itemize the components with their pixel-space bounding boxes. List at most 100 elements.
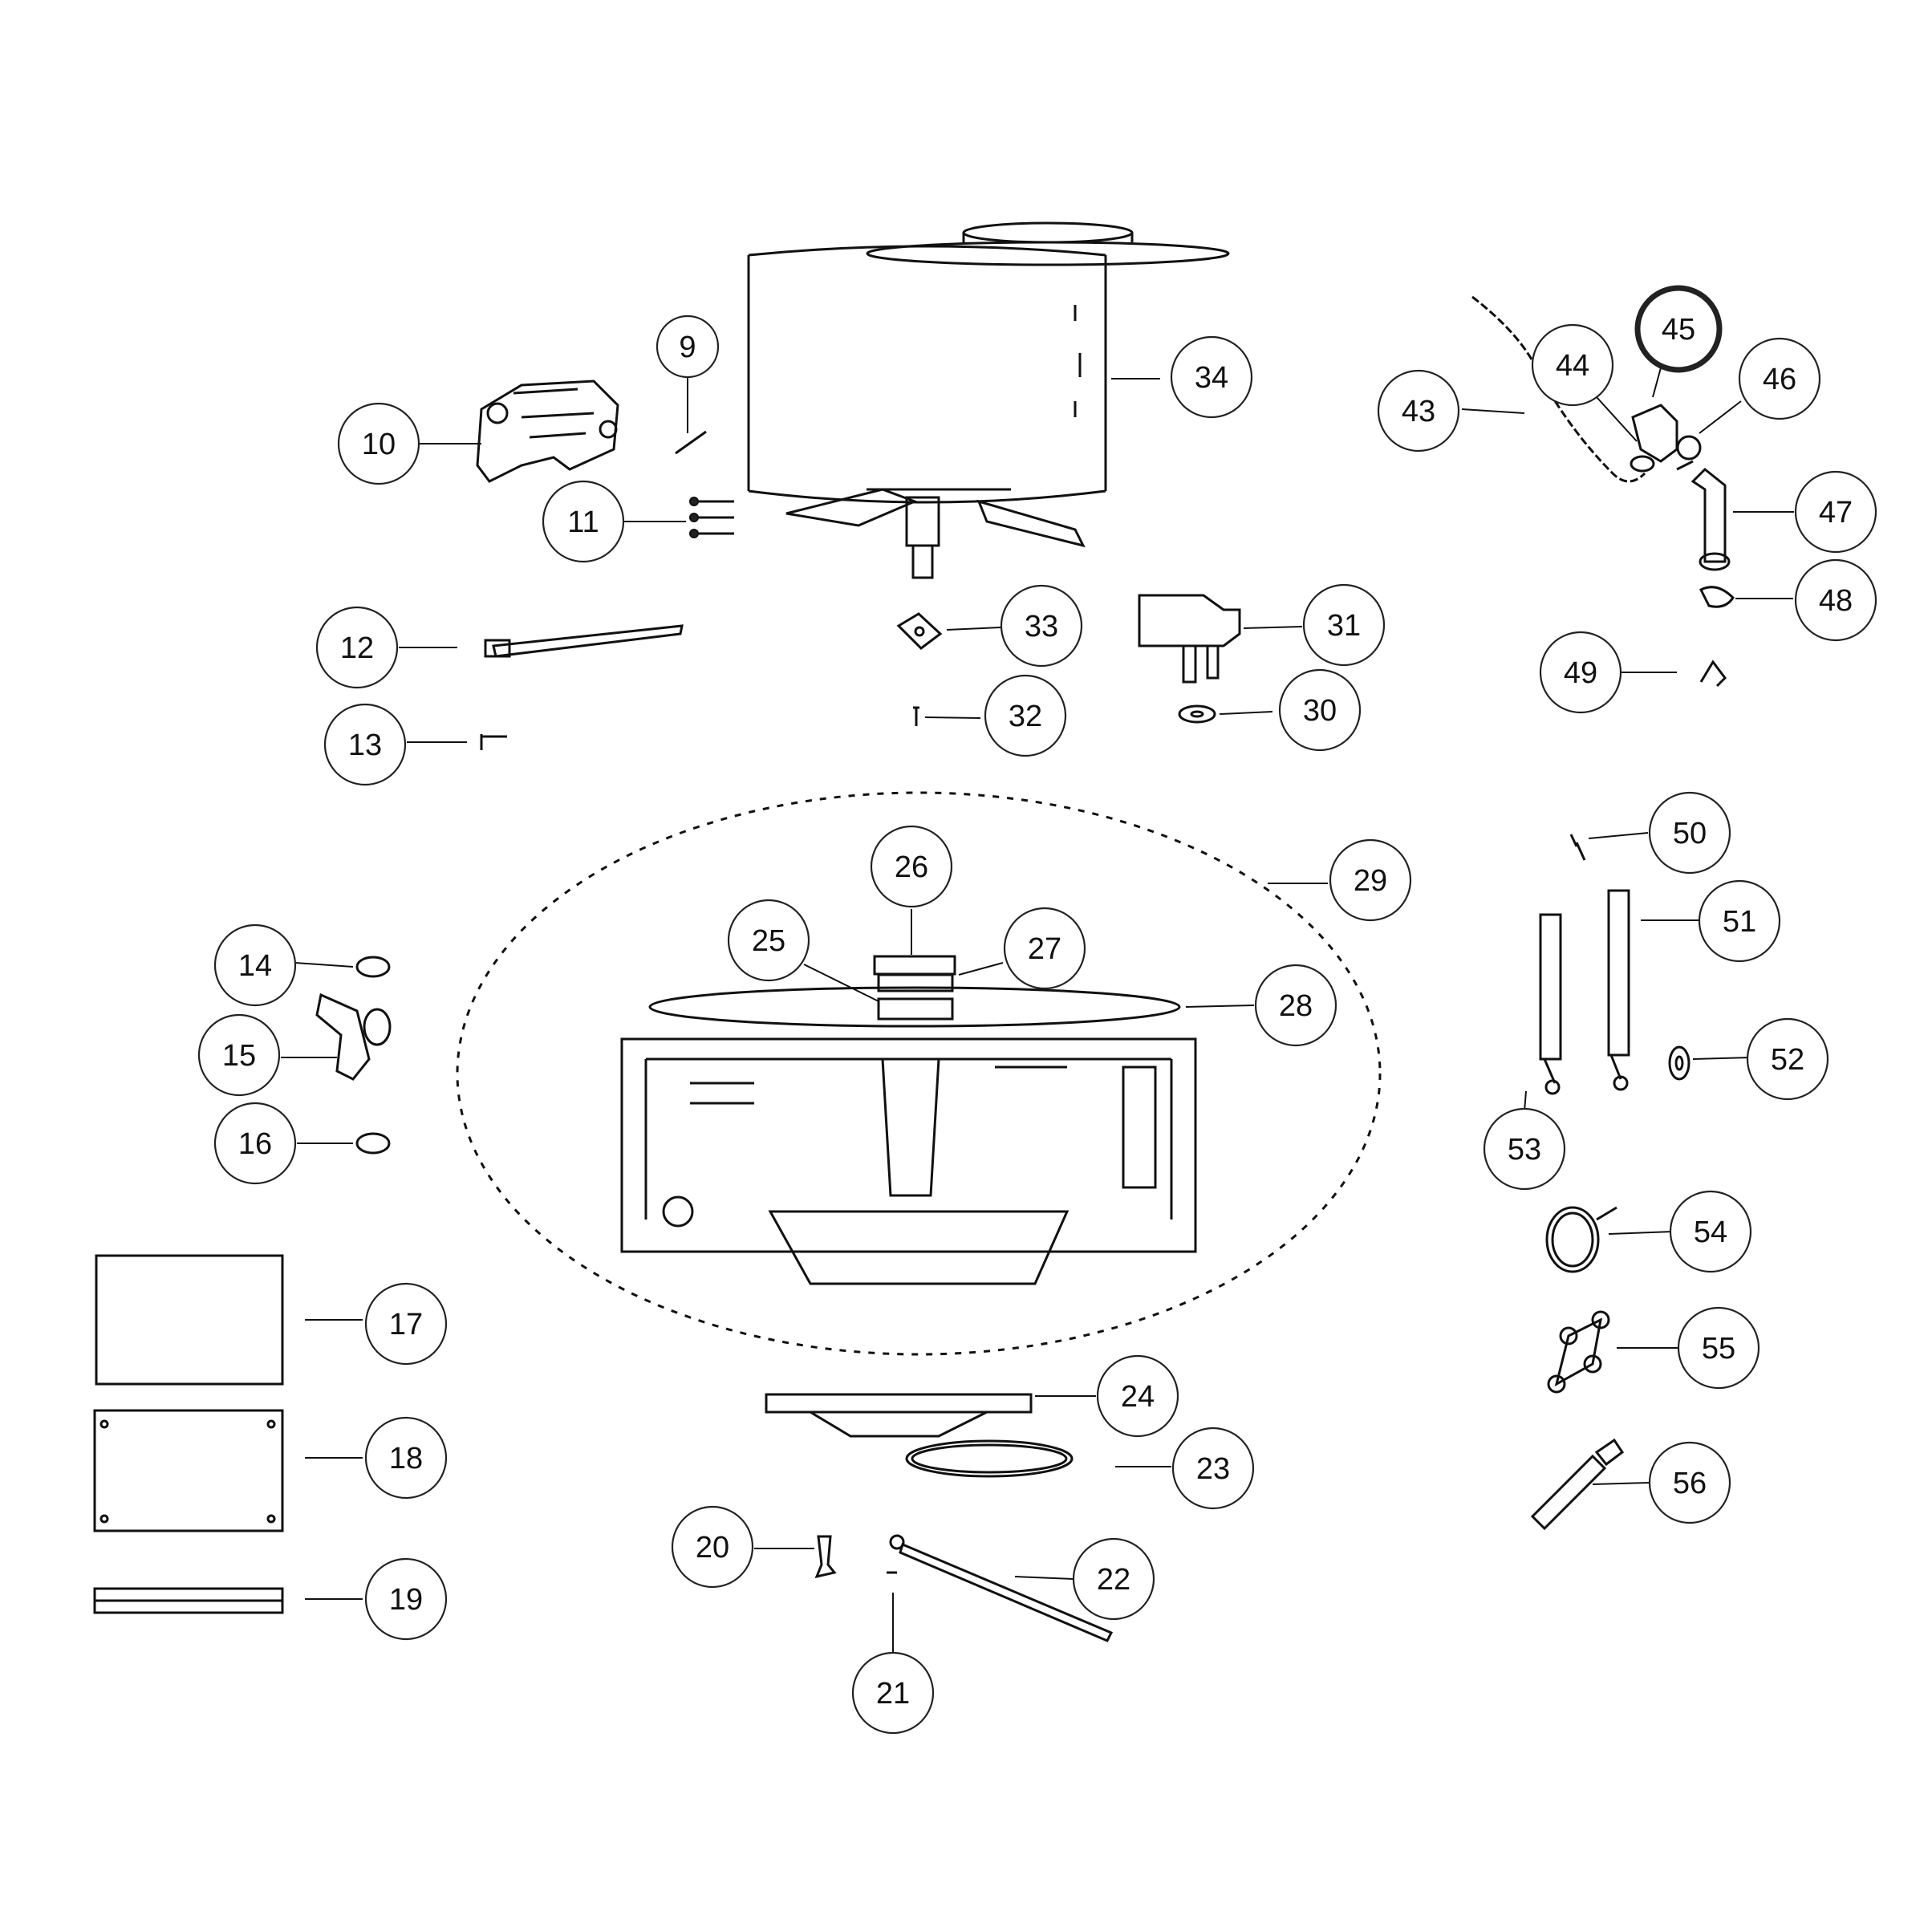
callout-label: 43 (1402, 395, 1435, 428)
callout-label: 46 (1763, 363, 1796, 396)
callout-label: 23 (1196, 1452, 1230, 1486)
callout-10[interactable]: 10 (337, 402, 420, 485)
callout-46[interactable]: 46 (1738, 337, 1821, 420)
callout-label: 56 (1673, 1467, 1707, 1500)
callout-label: 52 (1771, 1043, 1804, 1077)
callout-19[interactable]: 19 (364, 1557, 448, 1641)
callout-label: 16 (238, 1127, 272, 1161)
callout-24[interactable]: 24 (1096, 1354, 1179, 1438)
callout-label: 50 (1673, 817, 1707, 850)
callout-13[interactable]: 13 (323, 703, 407, 786)
callout-33[interactable]: 33 (1000, 584, 1083, 668)
part-50-screws (1569, 834, 1586, 861)
callout-53[interactable]: 53 (1483, 1107, 1566, 1191)
part-23-belt (905, 1439, 1074, 1478)
callout-label: 13 (348, 729, 382, 762)
callout-48[interactable]: 48 (1794, 558, 1877, 642)
callout-54[interactable]: 54 (1669, 1190, 1752, 1273)
callout-label: 31 (1327, 609, 1361, 643)
part-43-hose (1471, 295, 1646, 483)
callout-label: 18 (389, 1442, 423, 1475)
callout-11[interactable]: 11 (542, 480, 625, 563)
part-18-panel (93, 1409, 284, 1532)
callout-28[interactable]: 28 (1254, 964, 1337, 1047)
callout-label: 12 (340, 631, 374, 665)
part-34-drum (747, 221, 1230, 579)
callout-45[interactable]: 45 (1634, 285, 1723, 373)
callout-label: 10 (362, 428, 396, 461)
part-49-clip (1699, 660, 1727, 688)
callout-14[interactable]: 14 (213, 923, 297, 1007)
part-29-assembly-boundary (456, 791, 1382, 1356)
part-33-clip (896, 612, 943, 650)
part-48-clamp (1699, 586, 1735, 608)
callout-label: 28 (1279, 989, 1313, 1023)
callout-30[interactable]: 30 (1278, 668, 1362, 752)
callout-29[interactable]: 29 (1329, 838, 1412, 922)
callout-49[interactable]: 49 (1539, 631, 1622, 714)
callout-21[interactable]: 21 (851, 1651, 935, 1735)
part-22-rod (889, 1534, 1114, 1642)
callout-50[interactable]: 50 (1648, 791, 1731, 875)
callout-25[interactable]: 25 (727, 899, 810, 982)
callout-52[interactable]: 52 (1746, 1017, 1829, 1101)
part-52-cap (1668, 1045, 1690, 1081)
part-31-box (1138, 594, 1241, 684)
callout-label: 9 (679, 331, 696, 364)
callout-label: 30 (1303, 694, 1337, 728)
callout-44[interactable]: 44 (1531, 323, 1614, 407)
callout-20[interactable]: 20 (671, 1505, 754, 1589)
part-12-rod (484, 624, 684, 658)
callout-32[interactable]: 32 (984, 674, 1067, 757)
callout-47[interactable]: 47 (1794, 470, 1877, 554)
leader-lines (281, 352, 1794, 1654)
part-13-bracket (480, 734, 507, 750)
callout-label: 49 (1564, 656, 1597, 690)
callout-label: 26 (895, 850, 928, 884)
callout-56[interactable]: 56 (1648, 1441, 1731, 1524)
callout-18[interactable]: 18 (364, 1416, 448, 1500)
part-11-screws (689, 497, 734, 538)
part-14-16-connector (315, 956, 392, 1155)
callout-label: 19 (389, 1583, 423, 1617)
callout-label: 22 (1097, 1563, 1130, 1597)
highlight-ring (1634, 285, 1723, 373)
callout-label: 53 (1508, 1133, 1541, 1167)
part-51-53-dampers (1539, 889, 1630, 1095)
callout-22[interactable]: 22 (1072, 1537, 1155, 1621)
part-55-brackets (1547, 1310, 1610, 1394)
callout-15[interactable]: 15 (197, 1013, 281, 1097)
callout-27[interactable]: 27 (1003, 907, 1086, 990)
callout-label: 27 (1028, 932, 1061, 966)
callout-31[interactable]: 31 (1302, 583, 1386, 667)
callout-label: 15 (222, 1039, 256, 1073)
callout-label: 17 (389, 1308, 423, 1341)
callout-43[interactable]: 43 (1377, 369, 1460, 453)
callout-label: 34 (1195, 361, 1228, 395)
callout-label: 14 (238, 949, 272, 983)
part-10-pump (476, 380, 619, 483)
part-19-strip (93, 1587, 284, 1614)
callout-label: 25 (752, 924, 785, 958)
callout-label: 54 (1694, 1216, 1727, 1249)
callout-label: 55 (1702, 1332, 1735, 1366)
callout-label: 51 (1723, 905, 1756, 939)
callout-16[interactable]: 16 (213, 1102, 297, 1185)
callout-23[interactable]: 23 (1171, 1427, 1255, 1510)
part-25-28-top (648, 955, 1181, 1028)
callout-label: 33 (1025, 610, 1058, 643)
callout-55[interactable]: 55 (1677, 1306, 1760, 1390)
part-47-elbow (1690, 467, 1731, 571)
part-9-pin (675, 430, 707, 455)
callout-12[interactable]: 12 (315, 606, 399, 689)
part-20-bolt (814, 1535, 837, 1579)
part-17-panel (95, 1254, 284, 1386)
callout-17[interactable]: 17 (364, 1282, 448, 1366)
part-30-washer (1178, 704, 1216, 724)
callout-9[interactable]: 9 (656, 315, 720, 379)
callout-label: 20 (696, 1531, 729, 1565)
callout-51[interactable]: 51 (1698, 879, 1781, 963)
callout-26[interactable]: 26 (870, 825, 953, 908)
callout-34[interactable]: 34 (1170, 335, 1253, 419)
part-tub-base (620, 1037, 1197, 1285)
